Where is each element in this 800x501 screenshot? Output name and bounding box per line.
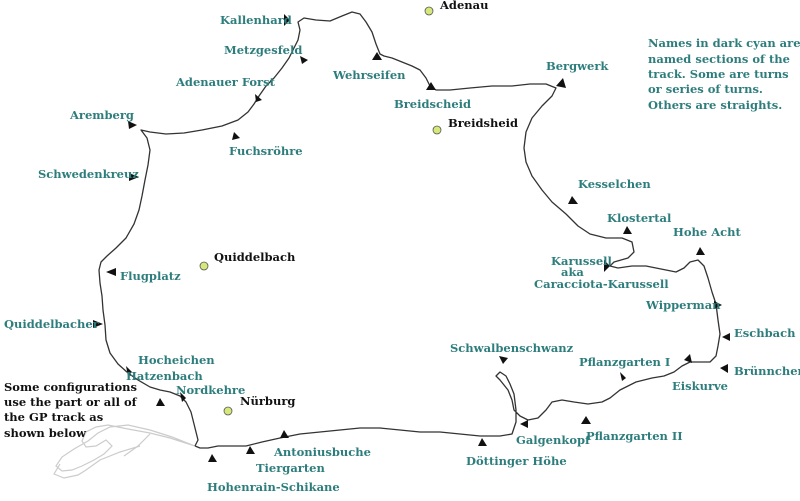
pointer-hohenrain [208, 454, 217, 462]
town-label-breidsheid: Breidsheid [448, 116, 518, 130]
label-flugplatz: Flugplatz [120, 269, 181, 283]
town-marker-nuerburg [223, 406, 233, 416]
town-label-adenau: Adenau [439, 0, 488, 12]
gp-track [53, 424, 196, 479]
label-hatzenbach: Hatzenbach [126, 369, 203, 383]
pointer-wehrseifen [372, 52, 382, 60]
town-marker-adenau [424, 6, 434, 16]
label-wipperman: Wipperman [645, 298, 721, 312]
pointer-pflanzgarten-2 [581, 416, 591, 424]
pointer-metzgesfeld [300, 56, 308, 64]
label-hohenrain: Hohenrain-Schikane [207, 480, 340, 494]
label-breidscheid: Breidscheid [394, 97, 471, 111]
label-bergwerk: Bergwerk [546, 59, 609, 73]
pointer-bruennchen [720, 364, 728, 373]
label-eschbach: Eschbach [734, 326, 796, 340]
note-top: Names in dark cyan are named sections of… [648, 36, 800, 112]
town-label-nuerburg: Nürburg [240, 394, 295, 408]
track-line [98, 11, 721, 449]
pointer-klostertal [623, 226, 632, 234]
pointer-kesselchen [568, 196, 578, 204]
pointer-pflanzgarten-1 [620, 372, 626, 381]
pointer-wipperman [714, 301, 722, 309]
pointer-quiddelbacher [93, 320, 103, 328]
pointer-nordkehre [180, 392, 186, 402]
label-eiskurve: Eiskurve [672, 379, 728, 393]
label-doettinger-hoehe: Döttinger Höhe [466, 454, 567, 468]
label-kallenhard: Kallenhard [220, 13, 292, 27]
label-wehrseifen: Wehrseifen [332, 68, 406, 82]
label-schwedenkreuz: Schwedenkreuz [38, 167, 139, 181]
pointer-galgenkopf [520, 420, 528, 428]
label-adenauer-forst: Adenauer Forst [175, 75, 276, 89]
label-tiergarten: Tiergarten [256, 461, 325, 475]
label-schwalbenschwanz: Schwalbenschwanz [450, 341, 574, 355]
label-karussell-alt: Caracciota-Karussell [534, 277, 669, 291]
pointer-hocheichen [126, 366, 132, 376]
pointer-schwedenkreuz [129, 173, 139, 181]
label-hocheichen: Hocheichen [138, 353, 215, 367]
label-karussell: Karussell [551, 254, 613, 268]
label-galgenkopf: Galgenkopf [516, 433, 591, 447]
section-pointers [93, 14, 730, 462]
pointer-fuchsroehre [232, 132, 240, 140]
label-fuchsroehre: Fuchsröhre [229, 144, 303, 158]
label-nordkehre: Nordkehre [176, 383, 245, 397]
label-pflanzgarten-1: Pflanzgarten I [579, 355, 670, 369]
pointer-karussell [604, 260, 610, 272]
label-quiddelbacher: Quiddelbacher [4, 317, 100, 331]
label-antoniusbuche: Antoniusbuche [273, 445, 371, 459]
label-aremberg: Aremberg [69, 108, 134, 122]
label-hohe-acht: Hohe Acht [673, 225, 742, 239]
pointer-tiergarten [246, 446, 255, 454]
label-metzgesfeld: Metzgesfeld [224, 43, 302, 57]
pointer-bergwerk [556, 78, 566, 88]
pointer-hatzenbach [156, 398, 165, 406]
pointer-adenauer-forst [255, 94, 262, 102]
label-klostertal: Klostertal [607, 211, 672, 225]
pointer-flugplatz [106, 268, 116, 276]
pointer-eiskurve [684, 354, 692, 363]
pointer-hohe-acht [696, 247, 705, 255]
label-karussell-aka: aka [561, 265, 584, 279]
town-marker-breidsheid [432, 125, 442, 135]
town-marker-quiddelbach [199, 261, 209, 271]
pointer-eschbach [722, 333, 730, 341]
label-kesselchen: Kesselchen [578, 177, 651, 191]
label-pflanzgarten-2: Pflanzgarten II [586, 429, 683, 443]
town-label-quiddelbach: Quiddelbach [214, 250, 296, 264]
pointer-kallenhard [284, 14, 290, 26]
pointer-schwalbenschwanz [499, 356, 508, 364]
pointer-breidscheid [426, 82, 436, 90]
towns: Adenau Breidsheid Quiddelbach Nürburg [199, 0, 518, 416]
section-labels: Kallenhard Metzgesfeld Adenauer Forst We… [4, 13, 800, 494]
pointer-doettinger-hoehe [478, 438, 487, 446]
note-left: Some configurations use the part or all … [4, 380, 141, 440]
pointer-antoniusbuche [280, 430, 289, 438]
pointer-aremberg [128, 121, 137, 129]
label-bruennchen: Brünnchen [734, 364, 800, 378]
